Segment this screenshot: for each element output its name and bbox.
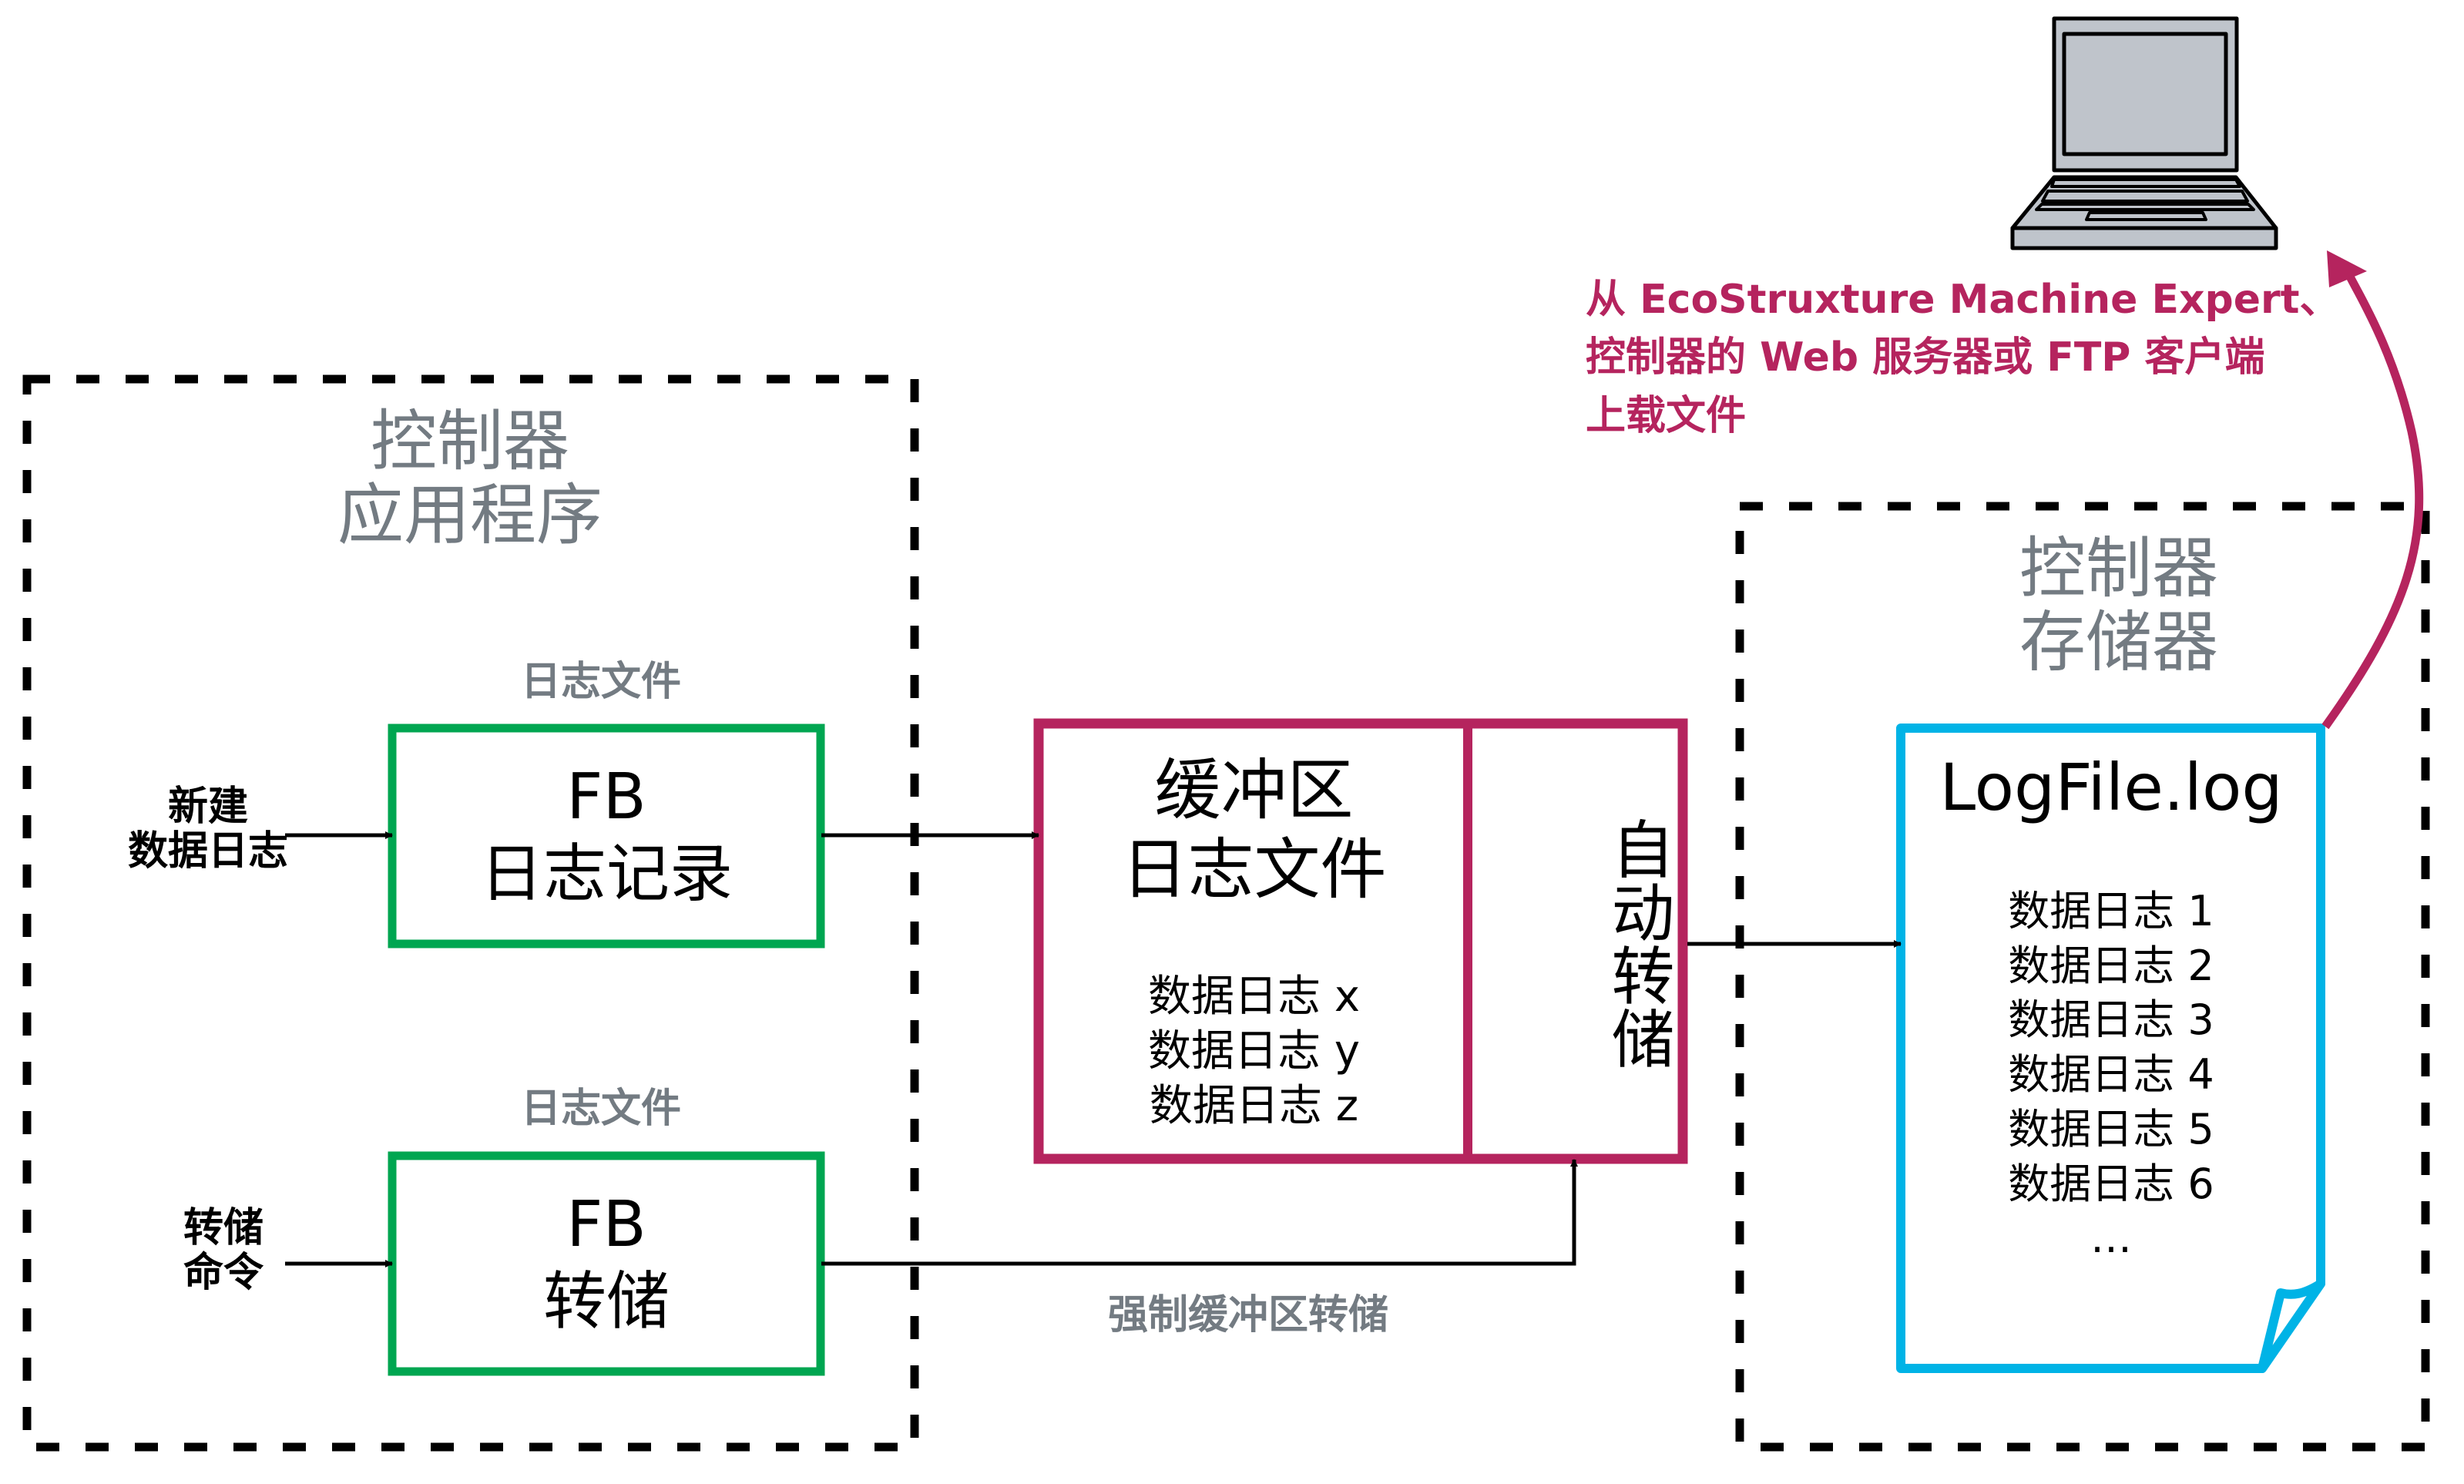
fb-logging-line1: FB [566, 760, 646, 834]
upload-arrowhead [2327, 250, 2367, 287]
buffer-title: 缓冲区 日志文件 [1044, 751, 1464, 910]
auto-dump-label: 自动转储 [1600, 817, 1673, 1069]
dump-command-line1: 转储 [183, 1205, 264, 1251]
controller-memory-title-line1: 控制器 [2019, 530, 2218, 607]
upload-note-line2: 控制器的 Web 服务器或 FTP 客户端 [1586, 334, 2265, 381]
log-file-entry: 数据日志 6 [2008, 1159, 2214, 1208]
controller-memory-title: 控制器 存储器 [1926, 532, 2311, 680]
fb-logging-line2: 日志记录 [479, 838, 733, 912]
upload-arrow [2321, 271, 2424, 730]
buffer-title-line2: 日志文件 [1121, 831, 1387, 909]
log-file-fold [2258, 1279, 2325, 1373]
log-file-entry: … [2090, 1214, 2132, 1263]
log-file-entry: 数据日志 5 [2008, 1104, 2214, 1153]
buffer-title-line1: 缓冲区 [1154, 752, 1354, 829]
new-datalog-line2: 数据日志 [127, 828, 288, 875]
controller-app-container [22, 374, 919, 1452]
force-dump-label: 强制缓冲区转储 [1107, 1292, 1388, 1338]
controller-app-title-line1: 控制器 [371, 403, 569, 480]
log-file-entry: 数据日志 3 [2008, 995, 2214, 1045]
log-file-entries: 数据日志 1 数据日志 2 数据日志 3 数据日志 4 数据日志 5 数据日志 … [1907, 885, 2315, 1266]
log-file-label-bottom: 日志文件 [520, 1086, 681, 1132]
buffer-entry: 数据日志 x [1148, 972, 1360, 1022]
fb-dump-line1: FB [566, 1188, 646, 1261]
upload-note: 从 EcoStruxture Machine Expert、 控制器的 Web … [1586, 271, 2340, 445]
log-file-entry: 数据日志 2 [2008, 941, 2214, 990]
log-file-name: LogFile.log [1939, 750, 2283, 825]
laptop-icon [2010, 16, 2278, 250]
fb-dump-line2: 转储 [542, 1265, 670, 1339]
fb-logging-box [388, 724, 825, 948]
controller-app-title-line2: 应用程序 [337, 477, 603, 555]
upload-note-line3: 上载文件 [1586, 392, 1747, 439]
buffer-entries: 数据日志 x 数据日志 y 数据日志 z [1044, 969, 1464, 1133]
log-file-entry: 数据日志 4 [2008, 1050, 2214, 1100]
log-file-label-top: 日志文件 [520, 659, 681, 705]
fb-dump-label: FB 转储 [392, 1187, 821, 1341]
dump-command-line2: 命令 [183, 1250, 264, 1297]
buffer-entry: 数据日志 y [1148, 1026, 1360, 1077]
controller-app-title: 控制器 应用程序 [293, 405, 647, 553]
new-datalog-input-label: 新建 数据日志 [92, 784, 324, 875]
buffer-box [1033, 718, 1688, 1164]
controller-memory-container [1735, 502, 2430, 1452]
dump-command-input-label: 转储 命令 [108, 1205, 339, 1297]
fb-logging-label: FB 日志记录 [392, 759, 821, 913]
controller-memory-title-line2: 存储器 [2019, 604, 2218, 682]
force-dump-arrow [821, 1159, 1578, 1266]
buffer-entry: 数据日志 z [1149, 1081, 1359, 1132]
log-file-entry: 数据日志 1 [2008, 887, 2214, 935]
upload-note-line1: 从 EcoStruxture Machine Expert、 [1586, 277, 2340, 323]
new-datalog-line1: 新建 [167, 784, 248, 830]
